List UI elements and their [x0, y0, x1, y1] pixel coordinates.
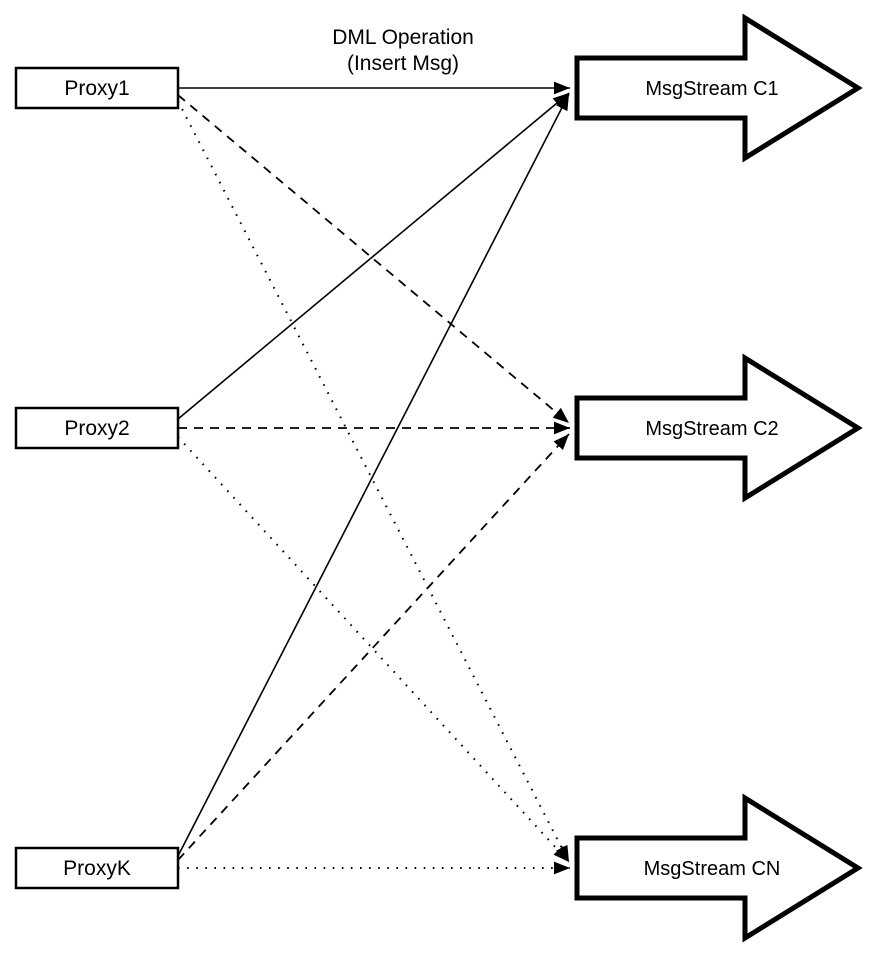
c2-block-arrow: [574, 353, 863, 503]
title-line-1: DML Operation: [332, 26, 474, 49]
proxy1-label: Proxy1: [64, 77, 129, 100]
edge-proxyK-c1-solid: [177, 93, 570, 857]
edge-proxyK-c2-dashed: [177, 433, 570, 861]
edge-proxy2-c1-solid: [177, 92, 570, 420]
edge-proxy1-cn-dotted: [177, 100, 570, 863]
c2-label: MsgStream C2: [645, 418, 778, 440]
cn-label: MsgStream CN: [644, 858, 781, 880]
proxyK-box: [14, 846, 180, 890]
c1-label: MsgStream C1: [645, 78, 778, 100]
proxy1-box: [14, 66, 180, 110]
proxy2-label: Proxy2: [64, 417, 129, 440]
stream-node-c2: MsgStream C2: [574, 353, 863, 503]
proxyK-label: ProxyK: [63, 857, 131, 880]
proxy2-box: [14, 406, 180, 450]
stream-node-c1: MsgStream C1: [574, 13, 863, 163]
edge-proxy2-cn-dotted: [177, 436, 570, 863]
diagram-title: DML Operation (Insert Msg): [332, 26, 474, 75]
proxy-node-proxy2: Proxy2: [14, 406, 180, 450]
cn-block-arrow: [574, 793, 863, 943]
c1-block-arrow: [574, 13, 863, 163]
stream-node-cn: MsgStream CN: [574, 793, 863, 943]
proxy-node-proxyK: ProxyK: [14, 846, 180, 890]
title-line-2: (Insert Msg): [347, 52, 459, 75]
edge-proxy1-c2-dashed: [177, 94, 570, 424]
proxy-node-proxy1: Proxy1: [14, 66, 180, 110]
